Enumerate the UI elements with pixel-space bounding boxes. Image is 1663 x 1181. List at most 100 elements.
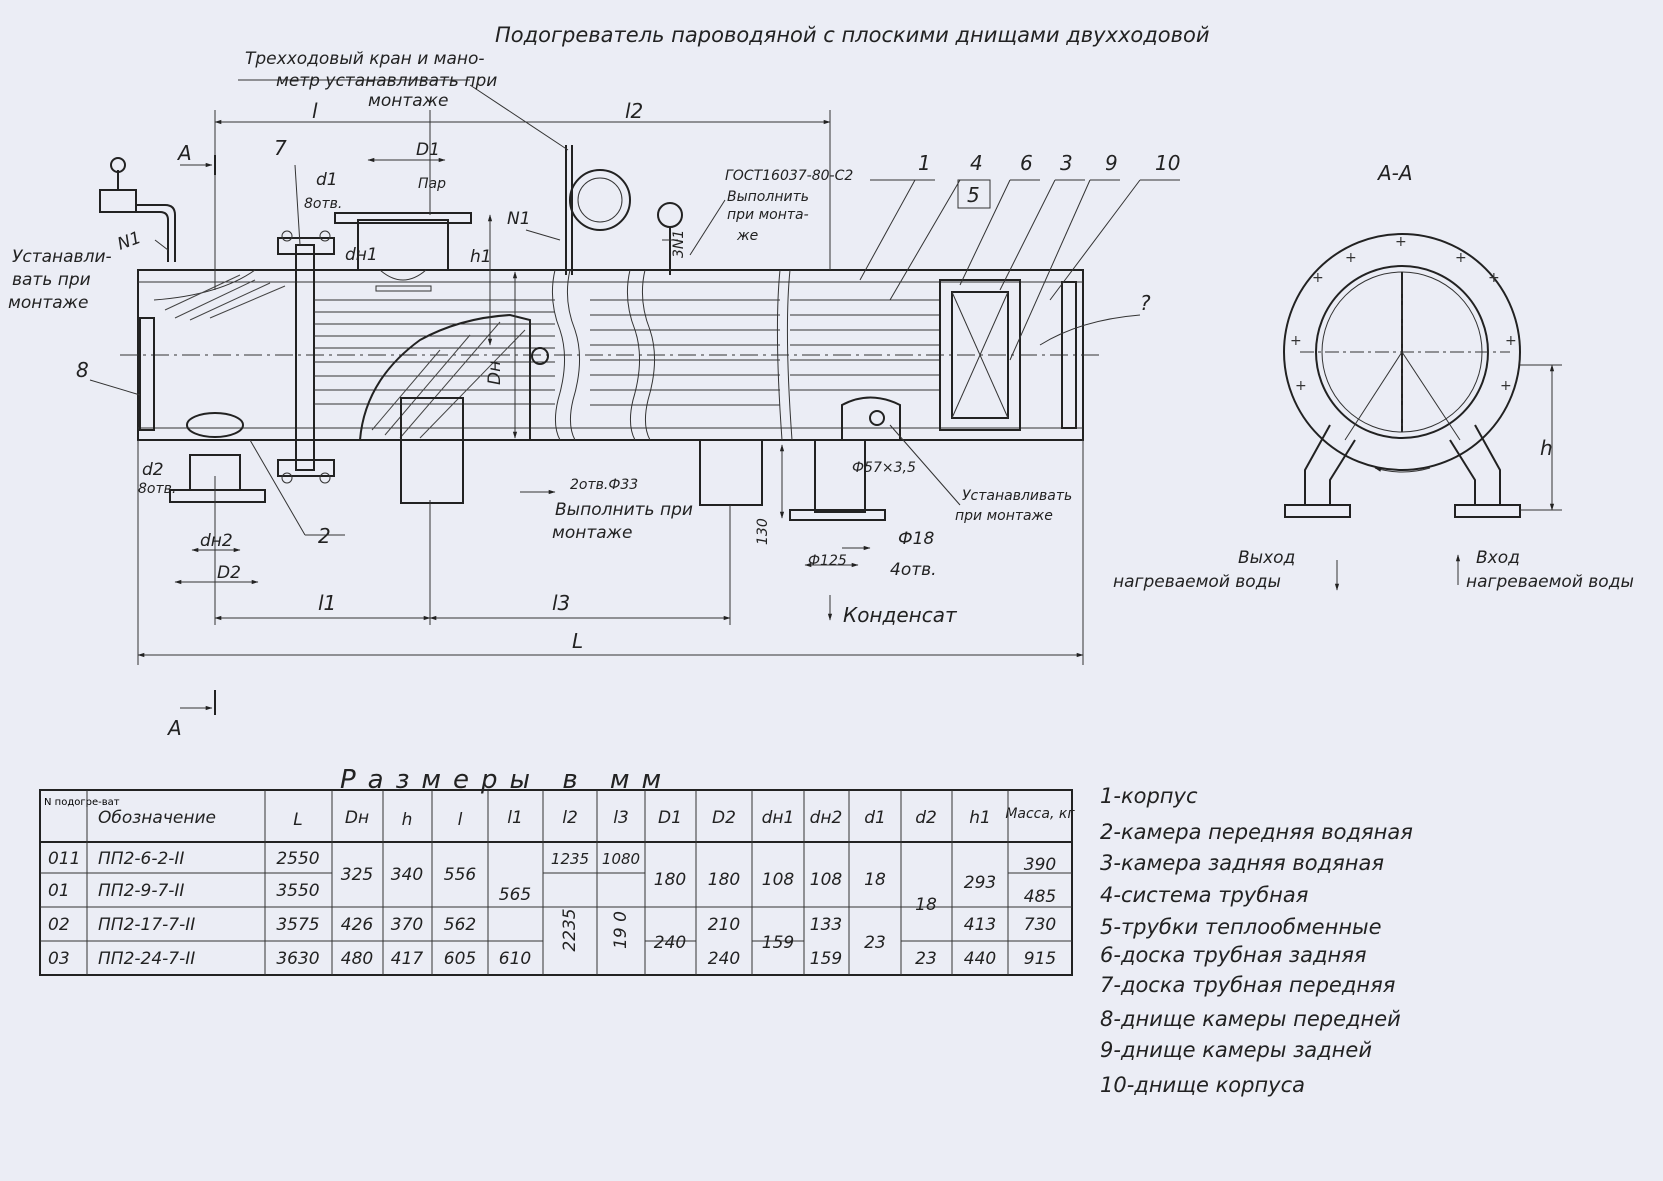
svg-text:3N1: 3N1 (671, 230, 687, 258)
svg-text:Ф57×3,5: Ф57×3,5 (852, 460, 916, 476)
valve-note: Трехходовый кран и мано- (245, 49, 485, 69)
svg-text:Обозначение: Обозначение (98, 808, 216, 828)
svg-text:2235: 2235 (560, 908, 580, 951)
svg-text:D1: D1 (658, 808, 682, 828)
svg-text:325: 325 (341, 865, 373, 885)
svg-text:+: + (1500, 378, 1512, 394)
svg-text:L: L (572, 629, 583, 653)
section-a-a-view: + + + + + + + + + (1283, 233, 1562, 591)
svg-text:293: 293 (964, 873, 996, 893)
svg-text:440: 440 (964, 949, 996, 969)
drawing-labels: Трехходовый кран и мано- метр устанавлив… (8, 49, 1634, 740)
svg-text:240: 240 (654, 933, 686, 953)
svg-text:d1: d1 (316, 170, 338, 190)
svg-text:915: 915 (1024, 949, 1056, 969)
svg-text:485: 485 (1024, 887, 1056, 907)
svg-text:1235: 1235 (551, 850, 589, 868)
svg-text:метр устанавливать при: метр устанавливать при (276, 71, 497, 91)
legend-item: 2-камера передняя водяная (1100, 820, 1413, 844)
install-note-left: Устанавли- (12, 247, 112, 267)
svg-text:1: 1 (918, 151, 931, 175)
install-note-right: Устанавливать (962, 488, 1072, 504)
svg-text:180: 180 (708, 870, 740, 890)
svg-text:133: 133 (810, 915, 842, 935)
svg-text:ПП2-6-2-II: ПП2-6-2-II (98, 849, 184, 869)
legend-item: 9-днище камеры задней (1100, 1038, 1372, 1062)
svg-text:01: 01 (48, 881, 70, 901)
dimensions (89, 79, 1180, 715)
section-a-a-label: А-А (1376, 161, 1413, 185)
svg-text:+: + (1290, 333, 1302, 349)
svg-text:N1: N1 (507, 209, 531, 229)
svg-text:Dн: Dн (485, 361, 505, 385)
legend-item: 6-доска трубная задняя (1100, 943, 1366, 967)
gost-note: ГОСТ16037-80-С2 (725, 168, 853, 184)
svg-text:03: 03 (48, 949, 70, 969)
shell-bottom (1061, 281, 1077, 429)
legend-item: 8-днище камеры передней (1100, 1007, 1401, 1031)
svg-text:390: 390 (1024, 855, 1056, 875)
legend-item: 1-корпус (1100, 784, 1198, 808)
svg-text:10: 10 (1155, 151, 1180, 175)
svg-text:1080: 1080 (602, 850, 640, 868)
parts-legend: 1-корпус 2-камера передняя водяная 3-кам… (1100, 784, 1413, 1097)
svg-text:4: 4 (970, 151, 983, 175)
front-chamber-bottom (139, 317, 155, 431)
svg-text:3: 3 (1060, 151, 1073, 175)
svg-text:159: 159 (810, 949, 842, 969)
condensate-nozzle (814, 439, 866, 513)
svg-text:Масса, кг: Масса, кг (1005, 806, 1075, 822)
svg-text:l1: l1 (318, 591, 336, 615)
rear-chamber (939, 279, 1021, 431)
svg-text:108: 108 (762, 870, 795, 890)
svg-text:562: 562 (444, 915, 476, 935)
svg-text:+: + (1312, 270, 1324, 286)
svg-text:А: А (166, 716, 182, 740)
svg-text:dн2: dн2 (810, 808, 843, 828)
svg-text:02: 02 (48, 915, 70, 935)
svg-text:А: А (176, 141, 192, 165)
legend-item: 7-доска трубная передняя (1100, 973, 1395, 997)
legend-item: 10-днище корпуса (1100, 1073, 1305, 1097)
svg-text:+: + (1395, 234, 1407, 250)
svg-text:l3: l3 (613, 808, 629, 828)
svg-text:130: 130 (755, 518, 771, 545)
steam-label: Пар (418, 176, 446, 192)
svg-text:23: 23 (864, 933, 886, 953)
svg-text:23: 23 (915, 949, 937, 969)
svg-text:dн1: dн1 (762, 808, 795, 828)
svg-text:3550: 3550 (276, 881, 319, 901)
svg-text:dн2: dн2 (200, 531, 233, 551)
svg-text:ПП2-17-7-II: ПП2-17-7-II (98, 915, 195, 935)
front-tube-sheet (295, 244, 315, 471)
svg-text:+: + (1345, 250, 1357, 266)
svg-text:монтаже: монтаже (368, 91, 448, 111)
vessel-side-view (99, 145, 1100, 521)
condensate-label: Конденсат (843, 603, 958, 627)
svg-text:610: 610 (499, 949, 531, 969)
svg-text:2550: 2550 (276, 849, 319, 869)
dimensions-table: Размеры в мм N подогре-ват Обозначен (39, 765, 1075, 976)
svg-text:l3: l3 (552, 591, 570, 615)
svg-text:413: 413 (964, 915, 996, 935)
svg-text:?: ? (1140, 291, 1151, 315)
svg-text:монтаже: монтаже (8, 293, 88, 313)
svg-text:5: 5 (967, 183, 980, 207)
svg-text:при монтаже: при монтаже (955, 508, 1053, 524)
svg-text:вать при: вать при (12, 270, 91, 290)
svg-text:565: 565 (499, 885, 531, 905)
svg-text:l2: l2 (562, 808, 578, 828)
svg-text:+: + (1295, 378, 1307, 394)
svg-text:210: 210 (708, 915, 740, 935)
svg-text:нагреваемой воды: нагреваемой воды (1466, 572, 1634, 592)
holes-note: 2отв.Ф33 (570, 477, 638, 493)
svg-text:N подогре-ват: N подогре-ват (44, 797, 120, 808)
svg-text:605: 605 (444, 949, 476, 969)
svg-text:556: 556 (444, 865, 477, 885)
svg-text:159: 159 (762, 933, 794, 953)
svg-text:426: 426 (341, 915, 374, 935)
svg-text:6: 6 (1020, 151, 1033, 175)
svg-text:18: 18 (864, 870, 886, 890)
svg-text:l2: l2 (625, 99, 643, 123)
